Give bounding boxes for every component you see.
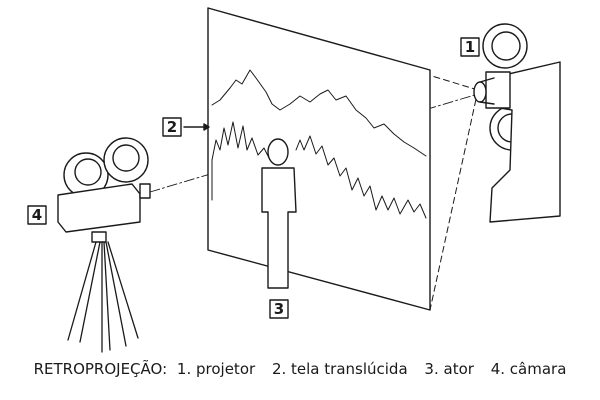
projected-mountains	[211, 69, 427, 157]
projector	[473, 23, 561, 223]
caption-item-actor: 3. ator	[424, 360, 474, 378]
caption-title: RETROPROJEÇÃO:	[33, 360, 168, 378]
camera	[57, 137, 151, 243]
caption-item-projector: 1. projetor	[176, 360, 256, 378]
callout-screen	[162, 117, 210, 137]
callout-projector-number: 1	[465, 38, 475, 56]
translucent-screen	[207, 7, 431, 311]
caption-item-camera: 4. câmara	[490, 360, 567, 378]
callout-projector	[460, 37, 480, 57]
projector-lens	[473, 81, 487, 103]
callout-camera	[27, 205, 47, 225]
callout-actor-number: 3	[274, 300, 284, 318]
callout-actor	[269, 299, 289, 319]
actor-figure	[261, 138, 297, 289]
projected-trees	[211, 121, 427, 219]
figure-caption: RETROPROJEÇÃO: 1. projetor 2. tela trans…	[0, 360, 600, 378]
callout-camera-number: 4	[32, 206, 42, 224]
tripod	[67, 241, 139, 353]
callout-screen-number: 2	[167, 118, 177, 136]
caption-item-screen: 2. tela translúcida	[271, 360, 408, 378]
